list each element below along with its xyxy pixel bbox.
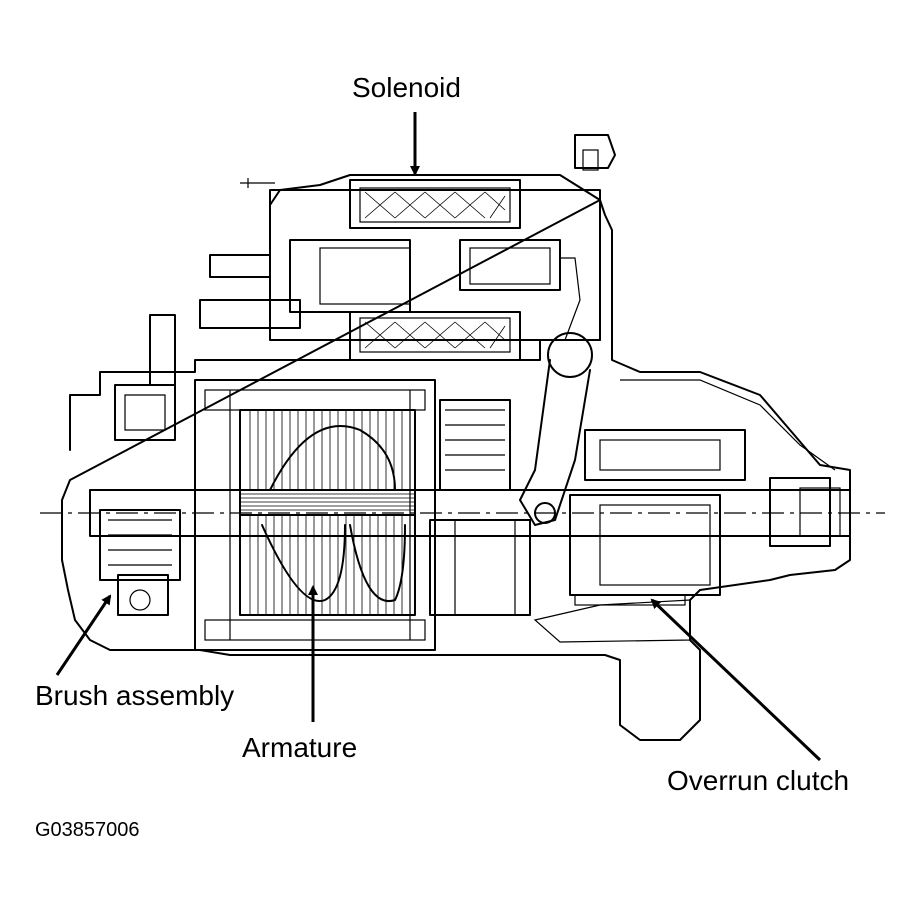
armature-label: Armature [242,732,357,763]
figure-code: G03857006 [35,819,140,841]
shift-lever [519,257,593,526]
brush-holder [99,314,181,616]
overrun-clutch-label: Overrun clutch [667,765,849,796]
shaft [89,477,851,547]
solenoid-label: Solenoid [352,72,461,103]
solenoid-body [199,134,616,361]
brush-assembly-label: Brush assembly [35,680,234,711]
reduction-gear [429,399,531,616]
overrun-clutch-leader-arrow [650,598,822,762]
overrun-clutch [569,429,746,596]
housing [61,174,851,741]
brush-assembly-leader-arrow [55,594,112,676]
armature-core [239,409,416,616]
